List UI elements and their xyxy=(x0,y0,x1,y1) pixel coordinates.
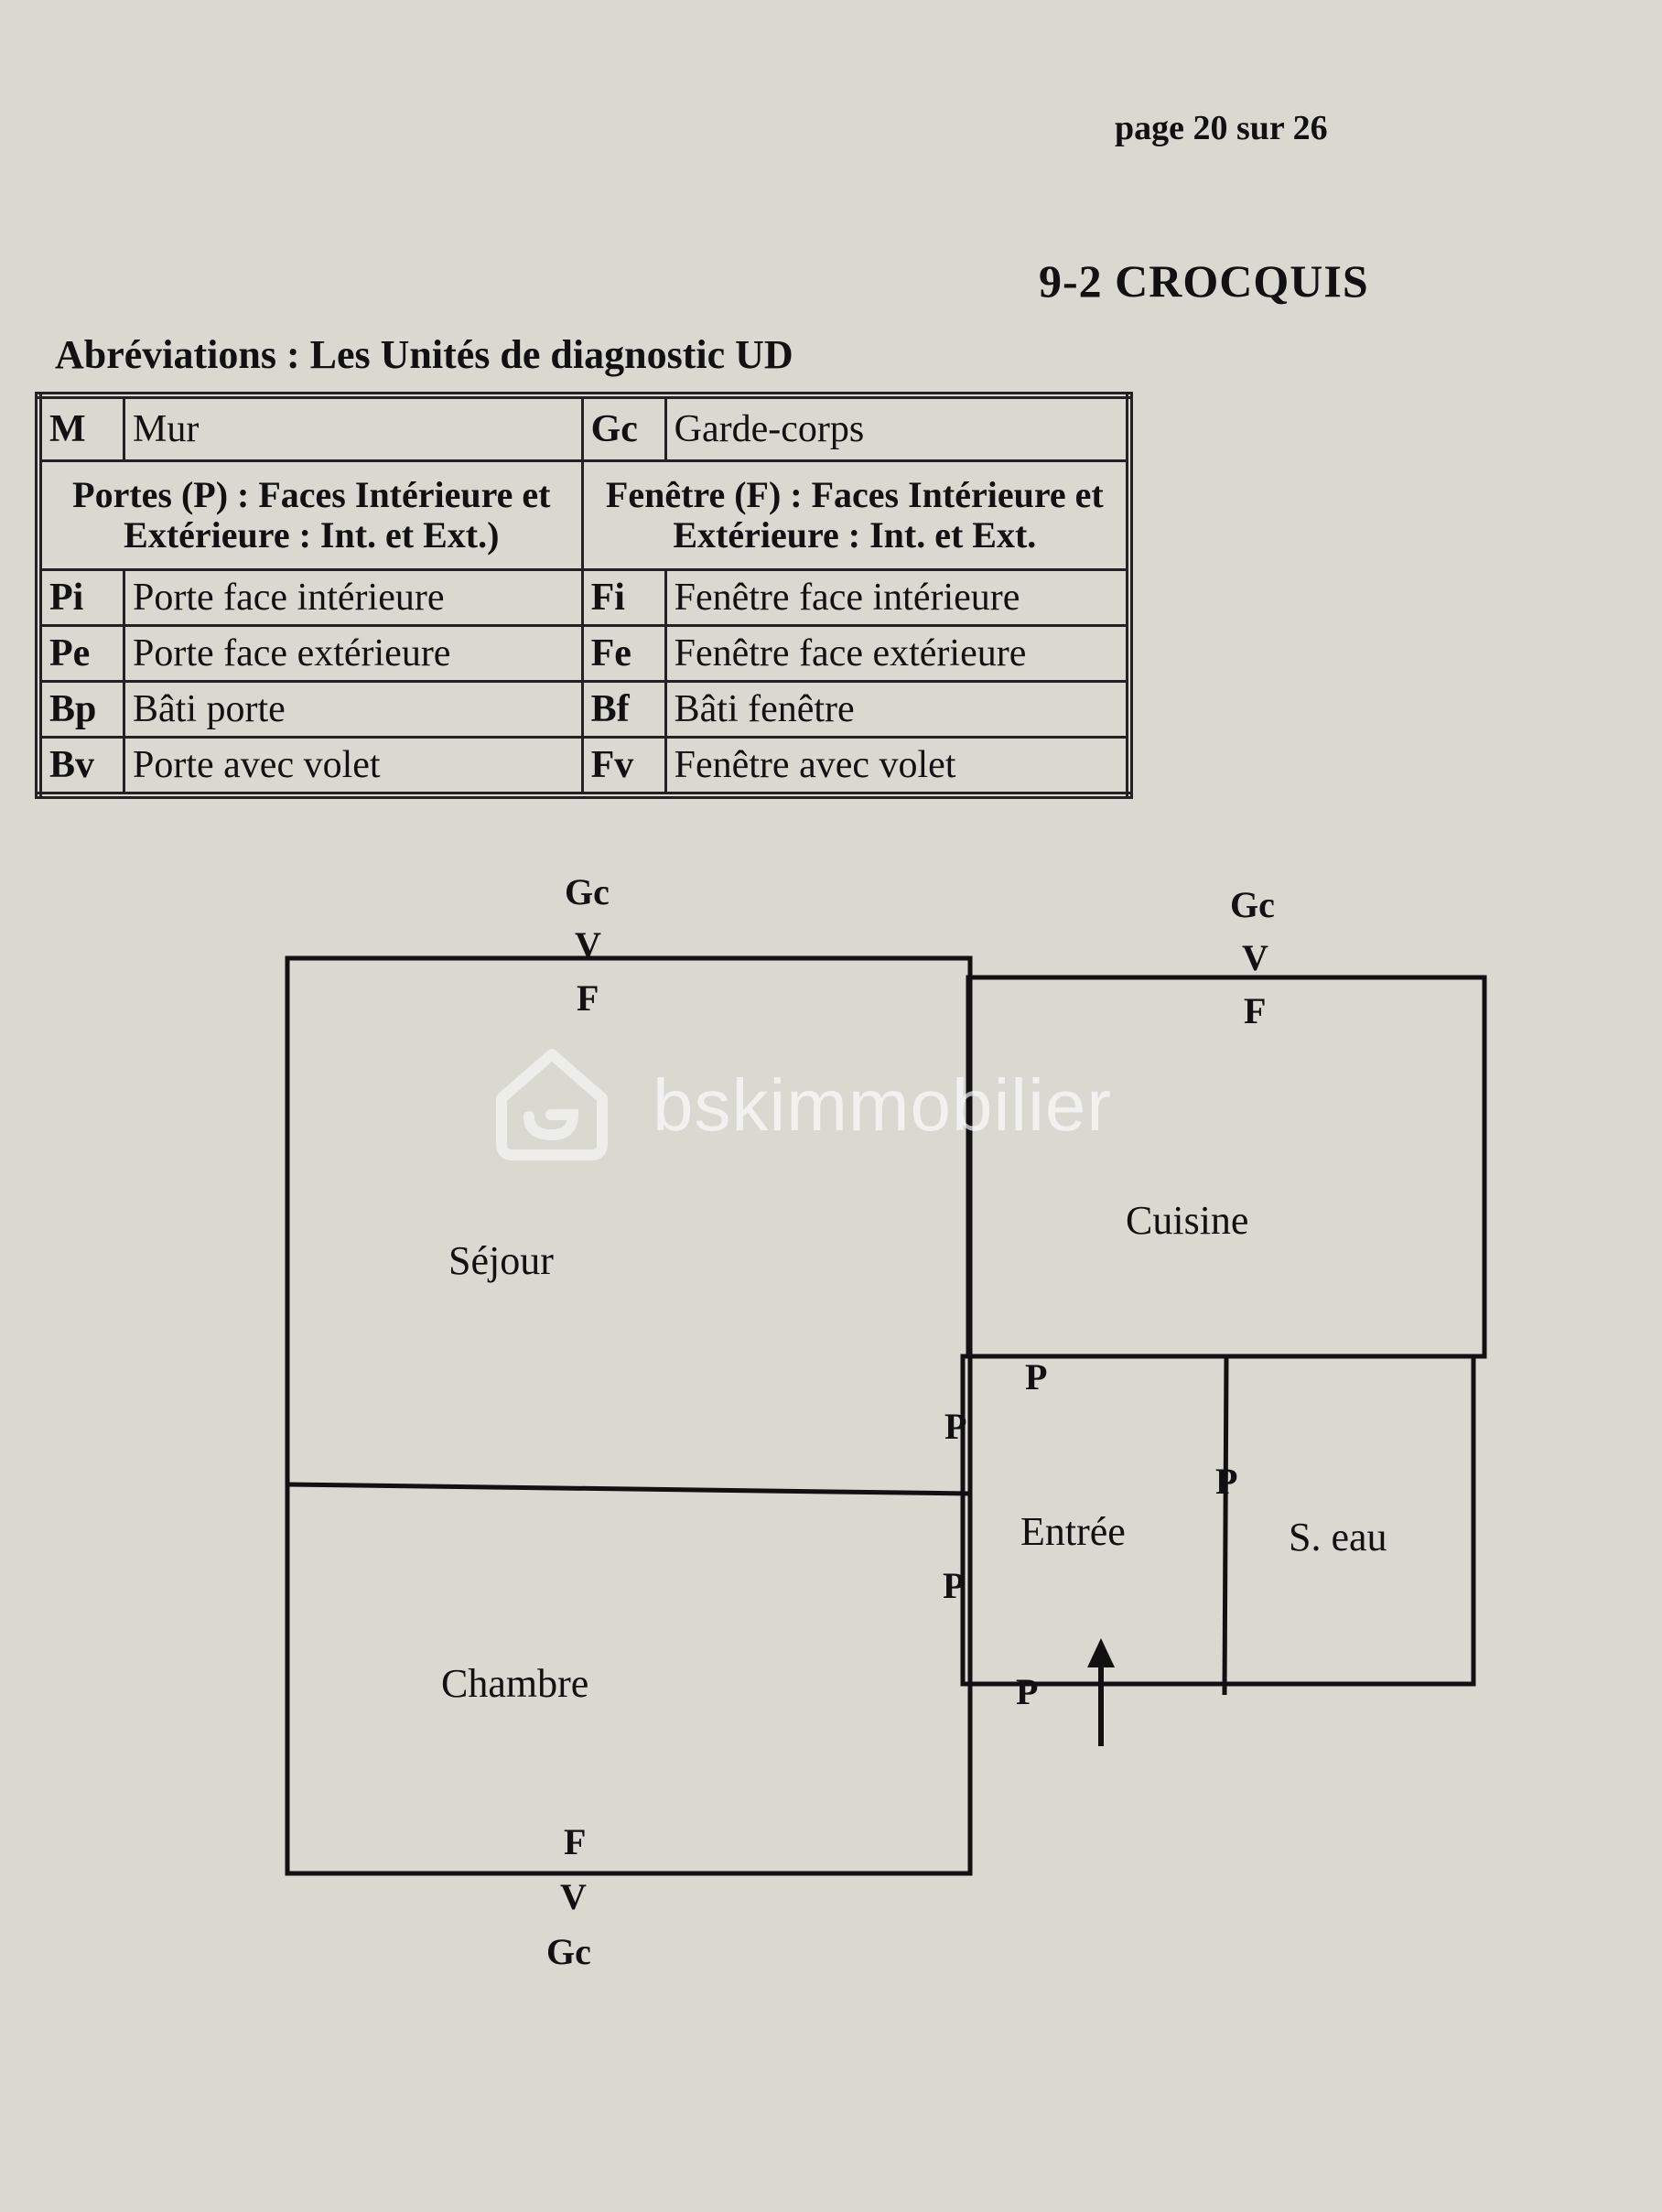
guard-mark: Gc xyxy=(1230,884,1275,925)
room-label-sejour: Séjour xyxy=(448,1238,554,1283)
window-code: Bf xyxy=(580,680,667,739)
door-label: Bâti porte xyxy=(123,680,584,739)
room-label-seau: S. eau xyxy=(1289,1515,1387,1559)
windows-heading: Fenêtre (F) : Faces Intérieure et Extéri… xyxy=(580,459,1131,571)
section-title: 9-2 CROCQUIS xyxy=(1039,255,1369,307)
window-code: Fv xyxy=(580,736,667,797)
shutter-mark: V xyxy=(1242,937,1268,978)
window-label: Fenêtre face intérieure xyxy=(664,568,1131,627)
watermark-text: bskimmobilier xyxy=(653,1064,1112,1146)
doors-heading: Portes (P) : Faces Intérieure et Extérie… xyxy=(37,459,584,571)
door-label: Porte face intérieure xyxy=(123,568,584,627)
table-row: Portes (P) : Faces Intérieure et Extérie… xyxy=(37,459,1131,571)
door-label: Porte avec volet xyxy=(123,736,584,797)
window-label: Bâti fenêtre xyxy=(664,680,1131,739)
guard-label: Garde-corps xyxy=(664,394,1131,462)
sejour-chambre-outline xyxy=(285,955,973,1876)
door-mark: P xyxy=(1016,1671,1038,1712)
cuisine-outline xyxy=(966,975,1487,1359)
entrance-arrow-icon xyxy=(1087,1638,1115,1667)
window-mark: F xyxy=(1244,990,1266,1031)
room-label-entree: Entrée xyxy=(1020,1509,1126,1554)
shutter-mark: V xyxy=(560,1876,587,1917)
window-label: Fenêtre face extérieure xyxy=(664,624,1131,683)
window-mark: F xyxy=(577,977,599,1019)
window-code: Fi xyxy=(580,568,667,627)
abbreviations-table: M Mur Gc Garde-corps Portes (P) : Faces … xyxy=(35,392,1133,799)
door-code: Bp xyxy=(37,680,125,739)
watermark-logo-icon xyxy=(496,1049,608,1160)
door-mark: P xyxy=(944,1406,966,1447)
shutter-mark: V xyxy=(575,924,601,966)
door-mark: P xyxy=(1215,1461,1237,1502)
sejour-chambre-wall xyxy=(286,1482,971,1496)
door-code: Pi xyxy=(37,568,125,627)
table-row: Pi Porte face intérieure Fi Fenêtre face… xyxy=(37,568,1131,627)
entree-seau-wall xyxy=(1222,1355,1229,1696)
wall-label: Mur xyxy=(123,394,584,462)
guard-code: Gc xyxy=(580,394,667,462)
table-row: Bv Porte avec volet Fv Fenêtre avec vole… xyxy=(37,736,1131,797)
room-label-chambre: Chambre xyxy=(441,1661,588,1706)
window-mark: F xyxy=(564,1821,586,1862)
window-code: Fe xyxy=(580,624,667,683)
guard-mark: Gc xyxy=(546,1931,591,1972)
page-number: page 20 sur 26 xyxy=(1115,109,1328,147)
entree-seau-outline xyxy=(960,1354,1476,1687)
wall-code: M xyxy=(37,394,125,462)
window-label: Fenêtre avec volet xyxy=(664,736,1131,797)
room-label-cuisine: Cuisine xyxy=(1126,1198,1248,1243)
door-label: Porte face extérieure xyxy=(123,624,584,683)
door-mark: P xyxy=(1025,1356,1047,1397)
table-row: M Mur Gc Garde-corps xyxy=(37,394,1131,462)
abbreviations-caption: Abréviations : Les Unités de diagnostic … xyxy=(55,332,793,377)
door-code: Bv xyxy=(37,736,125,797)
door-mark: P xyxy=(943,1565,965,1606)
table-row: Pe Porte face extérieure Fe Fenêtre face… xyxy=(37,624,1131,683)
door-code: Pe xyxy=(37,624,125,683)
table-row: Bp Bâti porte Bf Bâti fenêtre xyxy=(37,680,1131,739)
guard-mark: Gc xyxy=(565,871,610,912)
